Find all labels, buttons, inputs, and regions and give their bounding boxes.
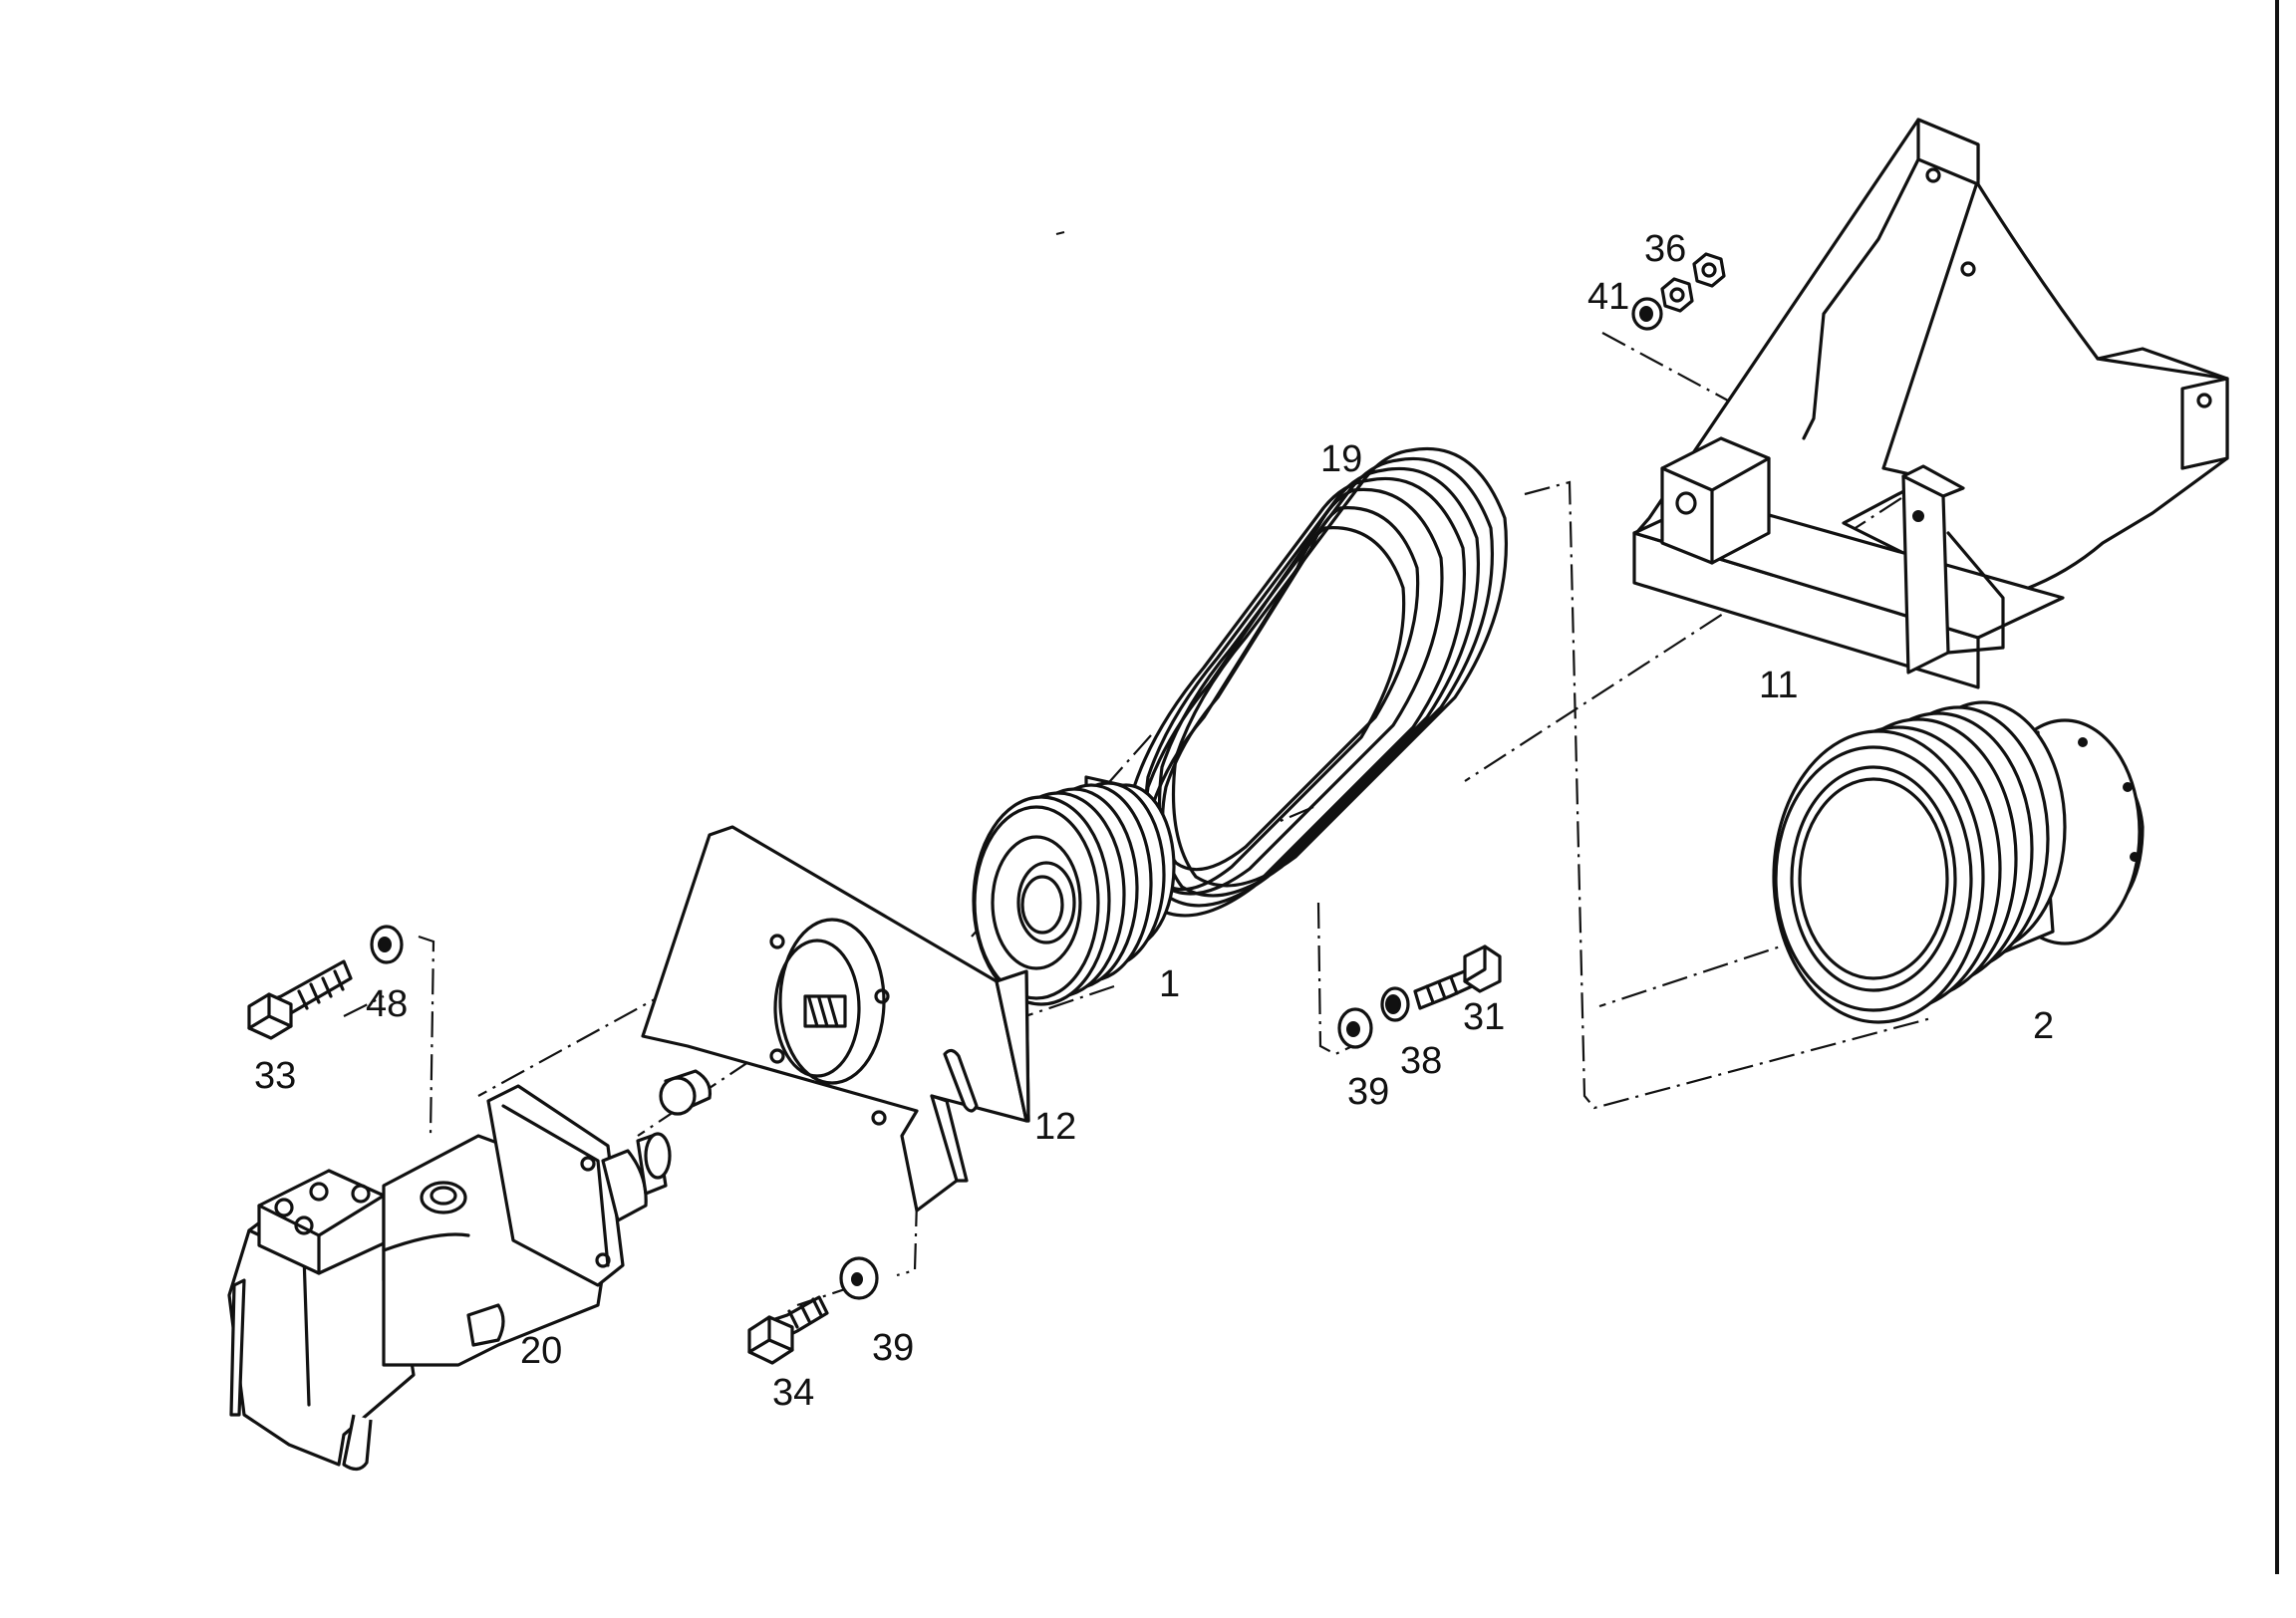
part-48-washer [370, 925, 404, 964]
part-31-bolt [1413, 944, 1502, 1010]
part-33-bolt [247, 959, 353, 1040]
callout-36: 36 [1644, 228, 1686, 270]
fasteners [247, 252, 1726, 1365]
part-1-small-pulley [972, 775, 1176, 1006]
part-11-bracket [1632, 118, 2229, 689]
part-38-lock-washer [1380, 986, 1410, 1022]
callout-20: 20 [520, 1330, 562, 1372]
callout-33: 33 [254, 1055, 296, 1097]
callout-41: 41 [1587, 276, 1629, 318]
callout-39-lower: 39 [872, 1327, 914, 1369]
part-39-washer-right [1337, 1007, 1373, 1049]
callout-12: 12 [1034, 1106, 1076, 1148]
stray-mark [1055, 231, 1065, 235]
part-34-bolt [747, 1295, 829, 1365]
part-2-large-pulley [1772, 700, 2145, 1024]
callout-2: 2 [2033, 1005, 2054, 1047]
callout-19: 19 [1320, 438, 1362, 480]
callout-38: 38 [1400, 1040, 1442, 1082]
part-36-nuts [1660, 252, 1726, 313]
part-41-washer [1631, 297, 1663, 331]
callout-48: 48 [366, 983, 408, 1025]
part-19-v-belts [1129, 446, 1509, 918]
callout-34: 34 [772, 1372, 814, 1414]
callout-1: 1 [1159, 963, 1180, 1005]
part-20-hydraulic-motor [227, 1084, 672, 1472]
part-39-washer-lower [839, 1256, 879, 1300]
callout-labels: 1 2 11 12 19 20 31 33 34 36 38 39 39 41 … [254, 228, 2054, 1414]
callout-39-right: 39 [1347, 1071, 1389, 1113]
callout-11: 11 [1759, 665, 1798, 706]
callout-31: 31 [1463, 996, 1505, 1038]
part-12-mounting-plate [641, 825, 1030, 1213]
